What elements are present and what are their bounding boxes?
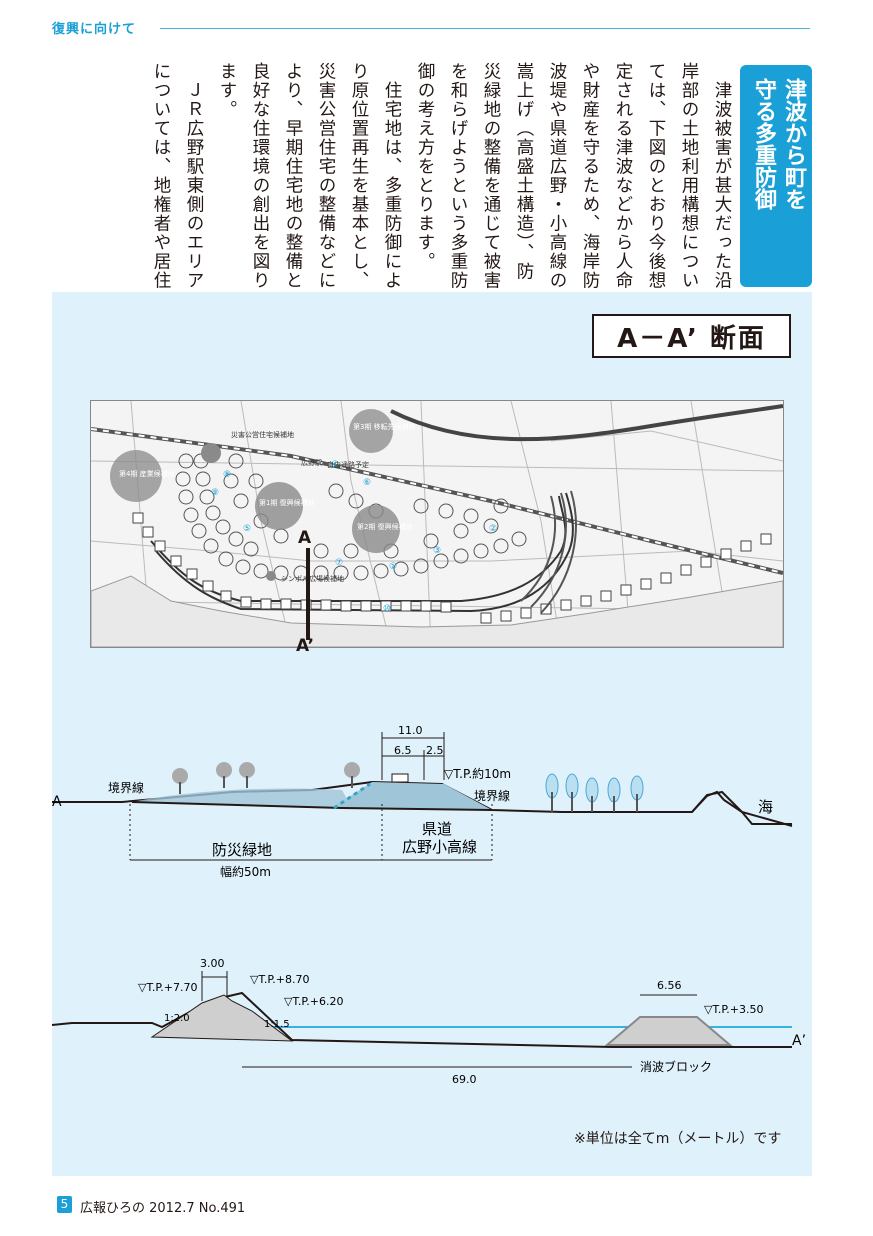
unit-note: ※単位は全てm（メートル）です: [574, 1131, 782, 1147]
svg-text:④: ④: [331, 460, 339, 470]
green-zone-label: 防災緑地: [212, 841, 272, 859]
upper-cross-section: A 境界線 境界線 海 11.0 6.5 2.5 ▽T.P.約10m 防災緑地 …: [52, 724, 793, 879]
section-header: 復興に向けて: [52, 22, 137, 37]
map-candidate-4: [110, 450, 162, 502]
map-label-candidate-4: 第4期 産業候補地: [119, 469, 175, 478]
road-label-2: 広野小高線: [402, 838, 477, 856]
map-candidate-marker: [201, 443, 221, 463]
car-icon: [391, 773, 409, 783]
tp-10-label: ▽T.P.約10m: [444, 766, 511, 781]
svg-text:①: ①: [389, 562, 397, 572]
svg-text:③: ③: [433, 546, 441, 556]
seawall: [691, 790, 792, 825]
green-width-label: 幅約50m: [220, 864, 271, 879]
svg-text:⑩: ⑩: [383, 604, 391, 614]
mound-base-line: [131, 801, 493, 811]
article-title-box: [740, 65, 812, 287]
tp-870-label: ▽T.P.+8.70: [250, 973, 310, 986]
boundary-right-label: 境界線: [474, 788, 510, 803]
article-body: 津波被害が甚大だった沿岸部の土地利用構想については、下図のとおり今後想定される津…: [151, 62, 732, 290]
map-label-housing: 災害公営住宅候補地: [231, 430, 294, 439]
boundary-left-label: 境界線: [108, 780, 144, 795]
tree-group-left: [172, 762, 360, 794]
map-label-symbol: シンボル広場候補地: [281, 574, 344, 583]
road-embankment: [332, 782, 492, 810]
header-rule: [160, 28, 810, 29]
dim-690-label: 69.0: [452, 1073, 477, 1086]
map-label-candidate-2: 第2期 復興候補地: [357, 522, 413, 531]
dim-656-label: 6.56: [657, 979, 682, 992]
footer-issue: 広報ひろの 2012.7 No.491: [80, 1201, 246, 1216]
tree-group-right: [545, 773, 644, 812]
map-coast: [91, 575, 783, 647]
map-candidate-1: [255, 482, 303, 530]
wave-block: [604, 1016, 733, 1046]
figure-title-box: A－A’ 断面: [592, 314, 791, 358]
svg-text:⑦: ⑦: [335, 558, 343, 568]
area-map-drawing: 災害公営住宅候補地 広野駅 自由通路予定 第1期 復興候補地 第2期 復興候補地…: [91, 401, 783, 647]
dim-total-label: 11.0: [398, 724, 423, 737]
section-label-a: A: [298, 528, 312, 548]
dim-a-label: 6.5: [394, 744, 412, 757]
map-label-candidate-1: 第1期 復興候補地: [259, 498, 315, 507]
map-label-passage: 自由通路予定: [327, 460, 369, 469]
map-candidate-2: [352, 505, 400, 553]
section-line-marker: [306, 548, 310, 640]
slope-left-label: 1:2.0: [164, 1013, 190, 1024]
page-number: 5: [57, 1196, 72, 1213]
svg-text:②: ②: [489, 524, 497, 534]
map-embankment-inner: [155, 492, 574, 613]
map-circled-numbers: ① ② ③ ④ ⑤ ⑥ ⑦ ⑧ ⑨ ⑩: [211, 460, 497, 614]
tp-770-label: ▽T.P.+7.70: [138, 981, 198, 994]
sea-label: 海: [758, 798, 773, 816]
levee-body: [150, 994, 294, 1042]
slope-right-label: 1:1.5: [264, 1019, 290, 1030]
tp-350-label: ▽T.P.+3.50: [704, 1003, 764, 1016]
dim-300-label: 3.00: [200, 957, 225, 970]
upper-left-end: A: [52, 794, 62, 810]
section-label-a-prime: A’: [296, 636, 315, 656]
road-label-1: 県道: [422, 820, 452, 838]
map-interchange: [520, 490, 577, 614]
map-railway-dashes: [91, 428, 783, 574]
svg-text:⑥: ⑥: [363, 478, 371, 488]
map-symbol-marker: [266, 571, 276, 581]
map-label-station: 広野駅: [301, 458, 322, 467]
lower-cross-section: 3.00 ▽T.P.+7.70 ▽T.P.+8.70 ▽T.P.+6.20 1:…: [52, 957, 806, 1086]
map-highway: [390, 404, 783, 442]
tp-620-label: ▽T.P.+6.20: [284, 995, 344, 1008]
lower-right-end: A’: [792, 1033, 806, 1049]
svg-text:⑤: ⑤: [243, 524, 251, 534]
area-map: 災害公営住宅候補地 広野駅 自由通路予定 第1期 復興候補地 第2期 復興候補地…: [90, 400, 784, 648]
map-label-candidate-3: 第3期 移転先候補地: [353, 422, 416, 431]
figure-title: A－A’ 断面: [617, 323, 766, 354]
map-candidate-3: [349, 409, 393, 453]
article-title: 津波から町を 守る多重防御: [751, 78, 806, 210]
wave-block-label: 消波ブロック: [640, 1059, 712, 1074]
svg-text:⑧: ⑧: [223, 470, 231, 480]
dim-b-label: 2.5: [426, 744, 444, 757]
svg-text:⑨: ⑨: [211, 488, 219, 498]
